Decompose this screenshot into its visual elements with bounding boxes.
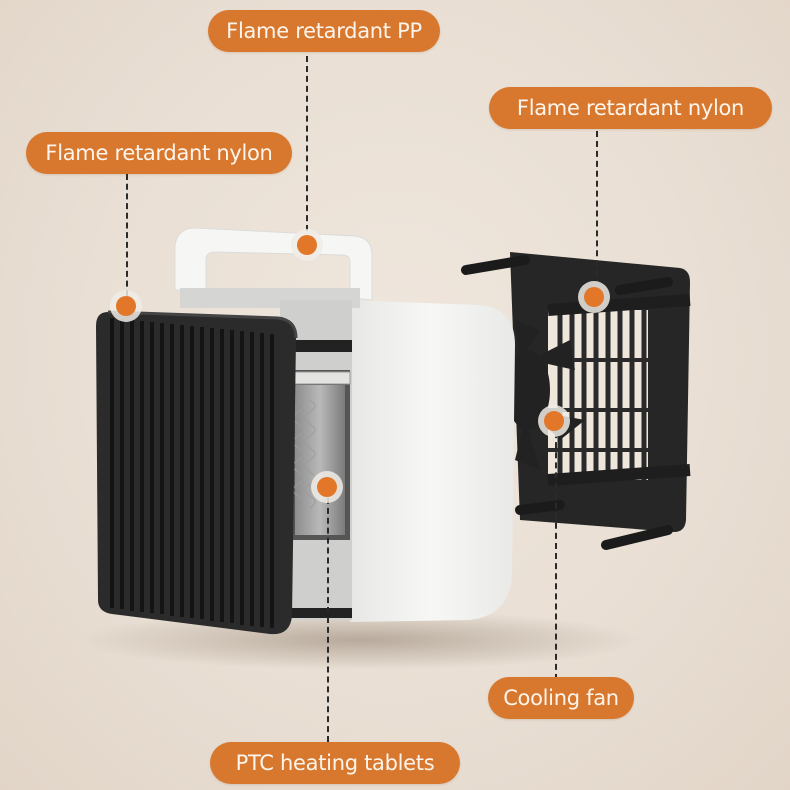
callout-ptc-heating-tablets: PTC heating tablets <box>210 742 460 784</box>
leader-line-left <box>126 174 128 306</box>
ptc-heating-element <box>295 385 345 535</box>
leader-line-top <box>306 56 308 241</box>
callout-flame-retardant-nylon-right: Flame retardant nylon <box>489 87 772 129</box>
marker-dot-front-grille <box>116 296 136 316</box>
marker-dot-housing <box>297 235 317 255</box>
callout-flame-retardant-pp: Flame retardant PP <box>208 10 440 52</box>
leader-line-right <box>596 131 598 296</box>
white-housing <box>174 227 515 622</box>
marker-dot-ptc <box>317 477 337 497</box>
marker-dot-rear-frame <box>584 287 604 307</box>
callout-cooling-fan: Cooling fan <box>488 677 634 719</box>
front-grille <box>96 310 298 635</box>
callout-flame-retardant-nylon-left: Flame retardant nylon <box>26 132 292 174</box>
rear-fan-frame <box>461 252 691 550</box>
leader-line-fan <box>555 422 557 680</box>
leader-line-ptc <box>327 488 329 742</box>
marker-dot-fan <box>544 411 564 431</box>
